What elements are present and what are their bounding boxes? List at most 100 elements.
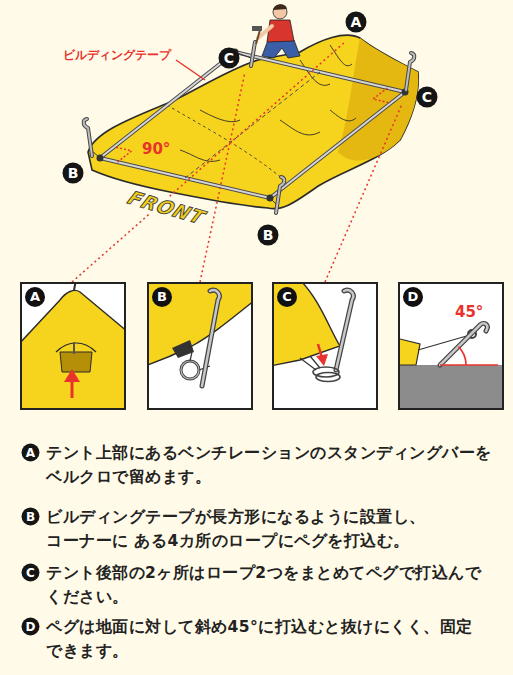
corner-rings xyxy=(97,49,409,202)
callout-circle: B xyxy=(62,162,84,184)
callout-circle: C xyxy=(21,563,40,582)
illustration-part xyxy=(100,52,405,198)
illustration-part xyxy=(273,5,287,19)
label-holder: ペグは地面に対して斜め45°に打込むと抜けにくく、固定 できます。 xyxy=(46,615,506,663)
illustration-part xyxy=(72,42,345,282)
callout-circle: C xyxy=(218,47,240,69)
illustration-part xyxy=(458,347,466,365)
illustration-part xyxy=(252,26,262,31)
callout-letter: C xyxy=(277,287,297,307)
label-holder: FRONT xyxy=(132,186,216,208)
person xyxy=(252,4,300,58)
illustration-part xyxy=(276,177,284,213)
callout-disc xyxy=(258,225,279,246)
label-holder: ビルディングテープが長方形になるように設置し、コーナーに ある4カ所のロープにペ… xyxy=(46,505,506,553)
illustration-part xyxy=(316,354,328,366)
callout-disc xyxy=(22,444,40,462)
instruction-text: ペグは地面に対して斜め45°に打込むと抜けにくく、固定 できます。 xyxy=(46,615,506,663)
illustration-part xyxy=(202,290,219,386)
detail-panel: C xyxy=(272,282,378,410)
illustration-part xyxy=(398,338,420,365)
label-holder: テント後部の2ヶ所はロープ2つをまとめてペグで打込んで ください。 xyxy=(46,561,506,609)
tape-leader xyxy=(176,60,205,80)
leader-lines xyxy=(72,42,402,282)
callout-disc xyxy=(219,48,240,69)
illustration-part xyxy=(100,52,405,198)
illustration-part xyxy=(251,42,255,66)
illustration-part xyxy=(256,30,260,44)
callout-letter: B xyxy=(152,287,172,307)
detail-panel: D 45° xyxy=(398,282,504,410)
detail-panel: B xyxy=(147,282,253,410)
illustration-part xyxy=(398,365,504,410)
angle-label: 90° xyxy=(142,140,170,158)
illustration-part xyxy=(71,380,74,398)
callout-letter: B xyxy=(263,228,274,242)
callout-disc xyxy=(346,12,367,33)
illustration-part xyxy=(84,119,92,156)
illustration-part xyxy=(181,361,199,379)
illustration-part xyxy=(185,72,320,178)
illustration-part xyxy=(440,323,487,365)
illustration-part xyxy=(336,290,353,370)
right-angle-mark xyxy=(114,88,390,162)
illustration-part xyxy=(440,364,498,366)
illustration-part xyxy=(84,119,92,156)
illustration-part xyxy=(276,177,284,213)
illustration-part xyxy=(56,343,96,352)
illustration-part xyxy=(73,342,75,354)
illustration-part xyxy=(338,38,418,161)
callout-disc xyxy=(22,564,40,582)
illustration-part xyxy=(202,290,219,386)
illustration-part xyxy=(64,369,80,382)
label-holder: ビルディングテープ xyxy=(63,47,171,64)
ropes xyxy=(91,52,408,206)
callout-disc xyxy=(22,618,40,636)
callout-circle: C xyxy=(416,86,438,108)
illustration-part xyxy=(20,290,126,410)
illustration-part xyxy=(273,4,287,10)
callout-letter: A xyxy=(351,15,362,29)
callout-disc xyxy=(63,163,84,184)
detail-c-picture xyxy=(272,282,378,410)
illustration-part xyxy=(180,45,356,161)
callout-circle: B xyxy=(21,507,40,526)
illustration-part xyxy=(200,72,245,282)
callout-circle: B xyxy=(257,224,279,246)
callout-letter: D xyxy=(26,621,36,633)
callout-letter: C xyxy=(224,51,234,65)
detail-a-picture xyxy=(20,282,126,410)
illustration-part xyxy=(272,282,340,366)
callout-letter: D xyxy=(403,287,423,307)
callout-disc xyxy=(417,87,438,108)
illustration-part xyxy=(167,105,290,185)
label-holder: 90° xyxy=(142,140,170,158)
callout-letter: A xyxy=(25,287,45,307)
illustration-part xyxy=(440,323,487,365)
label-holder: テント上部にあるベンチレーションのスタンディングバーを ベルクロで留めます。 xyxy=(46,441,506,489)
part-label: ビルディングテープ xyxy=(63,47,171,64)
callout-letter: B xyxy=(26,511,35,523)
detail-d-picture xyxy=(398,282,504,410)
illustration-part xyxy=(181,361,199,379)
illustration-part xyxy=(406,53,414,90)
detail-b-picture xyxy=(147,282,253,410)
callout-circle: A xyxy=(21,443,40,462)
illustration-part xyxy=(147,282,253,366)
callout-circle: D xyxy=(21,617,40,636)
illustration-part xyxy=(114,147,132,162)
callout-disc xyxy=(22,508,40,526)
illustration-part xyxy=(336,290,353,370)
angle-label: 45° xyxy=(455,303,483,321)
instruction-text: テント後部の2ヶ所はロープ2つをまとめてペグで打込んで ください。 xyxy=(46,561,506,609)
illustration-part xyxy=(316,373,340,382)
callout-letter: B xyxy=(68,166,79,180)
pole-frame xyxy=(100,52,405,198)
callout-letter: A xyxy=(26,447,35,459)
illustration-part xyxy=(406,53,414,90)
detail-panel: A xyxy=(20,282,126,410)
illustration-part xyxy=(262,40,300,58)
callout-letter: C xyxy=(422,90,432,104)
illustration-part xyxy=(251,42,255,66)
